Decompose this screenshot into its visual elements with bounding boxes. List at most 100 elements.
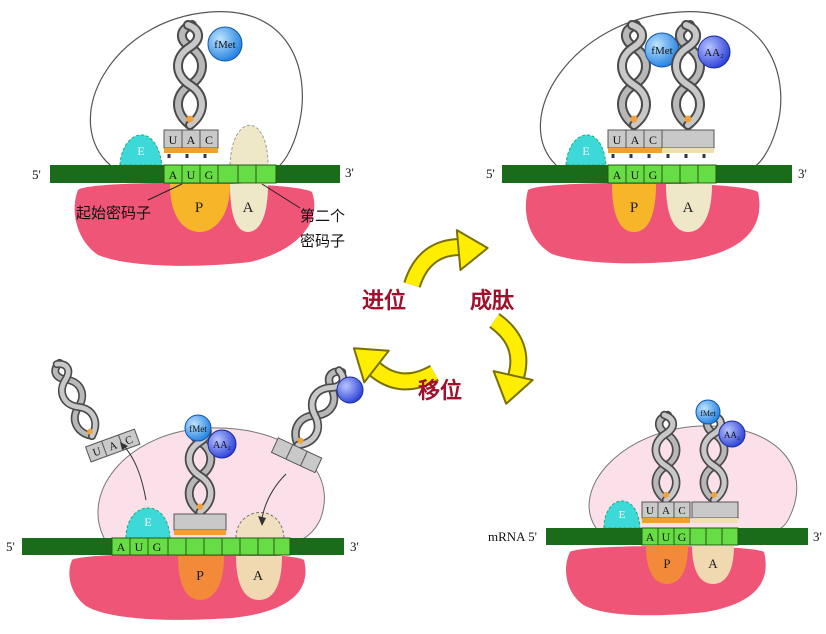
mrna-5prime-label: 5' xyxy=(486,166,495,181)
anticodon-letter: C xyxy=(649,133,657,147)
codon-letter: G xyxy=(205,168,214,182)
panel-translocation: A U G 5' 3' E P A AA₂ fMet U A C xyxy=(6,359,364,620)
anticodon-letter: A xyxy=(662,505,670,517)
deacylated-trna: U A C xyxy=(641,415,691,523)
a-site xyxy=(692,546,734,584)
fmet-ball xyxy=(184,414,212,442)
a-site-label: A xyxy=(243,200,254,216)
ribosome-large-subunit xyxy=(588,425,798,533)
a-site-label: A xyxy=(708,556,718,571)
codon-letter: U xyxy=(631,168,640,182)
p-site-label: P xyxy=(196,569,204,584)
mrna-3prime-label: 3' xyxy=(350,539,359,554)
e-site xyxy=(125,507,171,539)
codon-letter: G xyxy=(678,530,687,544)
anticodon-letter: U xyxy=(91,445,103,459)
panel-peptide-formation: A U G mRNA 5' 3' E P A U A C AA₂ fMet xyxy=(488,399,822,616)
second-codon-note: 密码子 xyxy=(300,232,345,250)
anticodon-letter: C xyxy=(205,133,213,147)
fmet-ball xyxy=(695,399,721,425)
fmet-label: fMet xyxy=(651,45,672,57)
mrna-3prime-label: 3' xyxy=(798,166,807,181)
entry-arrow xyxy=(261,473,287,519)
exit-arrow xyxy=(123,445,147,501)
codon-letter: G xyxy=(153,540,162,554)
arrow-to-peptide xyxy=(405,226,491,285)
fmet-label: fMet xyxy=(189,424,207,434)
mrna-codons xyxy=(111,537,291,556)
step-peptide-label: 成肽 xyxy=(470,289,515,314)
mrna-5prime-label: mRNA 5' xyxy=(488,529,537,544)
p-site-label: P xyxy=(663,556,670,571)
a-site xyxy=(666,184,712,232)
start-codon-note: 起始密码子 xyxy=(76,204,151,222)
panel-initiation: A U G 5' 3' E P A U A C fMet 起始密码子 第二个 密… xyxy=(32,11,354,266)
e-site-label: E xyxy=(137,144,144,158)
e-site-label: E xyxy=(144,515,151,529)
p-site-label: P xyxy=(630,200,638,216)
e-site-label: E xyxy=(619,509,626,521)
mrna-5prime-label: 5' xyxy=(6,539,15,554)
anticodon-letter: A xyxy=(631,133,640,147)
e-site-label: E xyxy=(582,144,589,158)
p-site xyxy=(646,546,688,584)
initiator-trna: U A C fMet xyxy=(606,25,680,160)
codon-letter: G xyxy=(649,168,658,182)
anticodon-letter: A xyxy=(107,439,119,453)
peptidyl-trna: AA₂ fMet xyxy=(691,399,746,523)
incoming-aminoacyl-trna xyxy=(270,366,364,474)
panel-entry: A U G 5' 3' E P A U A C fMet AA₂ xyxy=(486,11,807,264)
codon-letter: A xyxy=(117,540,126,554)
e-site xyxy=(565,134,607,166)
mrna-3prime-label: 3' xyxy=(813,529,822,544)
p-site xyxy=(178,556,224,600)
codon-letter: U xyxy=(135,540,144,554)
arrow-to-translocation xyxy=(481,320,542,407)
aa2-label: AA₂ xyxy=(704,47,724,59)
a-site xyxy=(230,184,268,232)
codon-letter: U xyxy=(662,530,671,544)
mrna-codons xyxy=(607,164,717,184)
e-site xyxy=(603,500,641,529)
amino-acid-ball xyxy=(336,376,364,404)
p-site xyxy=(612,184,656,232)
second-codon-note: 第二个 xyxy=(300,207,345,225)
aa2-label: AA₂ xyxy=(213,440,231,451)
p-site xyxy=(170,184,230,232)
a-site-top xyxy=(229,124,269,166)
a-site xyxy=(236,556,282,600)
e-site xyxy=(119,134,163,166)
a-site-label: A xyxy=(683,200,694,216)
codon-letter: A xyxy=(646,530,655,544)
codon-letter: A xyxy=(169,168,178,182)
incoming-trna: AA₂ xyxy=(661,25,731,158)
aa2-ball xyxy=(207,429,237,459)
a-site-top xyxy=(235,512,285,539)
codon-letter: A xyxy=(613,168,622,182)
anticodon-letter: U xyxy=(646,505,654,517)
step-translocation-label: 移位 xyxy=(418,378,462,404)
aa2-label: AA₂ xyxy=(724,430,740,440)
fmet-ball xyxy=(207,26,243,62)
initiator-trna: U A C fMet xyxy=(162,25,243,160)
p-site-label: P xyxy=(195,200,203,216)
anticodon-letter: C xyxy=(678,505,685,517)
peptidyl-trna: AA₂ fMet xyxy=(173,414,237,535)
released-trna: U A C xyxy=(49,359,141,463)
mrna-codons xyxy=(163,164,277,184)
elongation-cycle: 进位 成肽 移位 xyxy=(341,226,541,412)
mrna-codons xyxy=(641,527,739,546)
anticodon-letter: U xyxy=(169,133,178,147)
codon-letter: U xyxy=(187,168,196,182)
anticodon-letter: U xyxy=(613,133,622,147)
fmet-label: fMet xyxy=(214,39,235,51)
anticodon-letter: A xyxy=(187,133,196,147)
a-site-label: A xyxy=(253,569,264,584)
start-codon-pointer xyxy=(147,183,183,201)
mrna-5prime-label: 5' xyxy=(32,167,41,182)
second-codon-pointer xyxy=(261,183,301,209)
anticodon-letter: C xyxy=(124,434,135,448)
mrna-3prime-label: 3' xyxy=(345,165,354,180)
aa2-ball xyxy=(697,35,731,69)
